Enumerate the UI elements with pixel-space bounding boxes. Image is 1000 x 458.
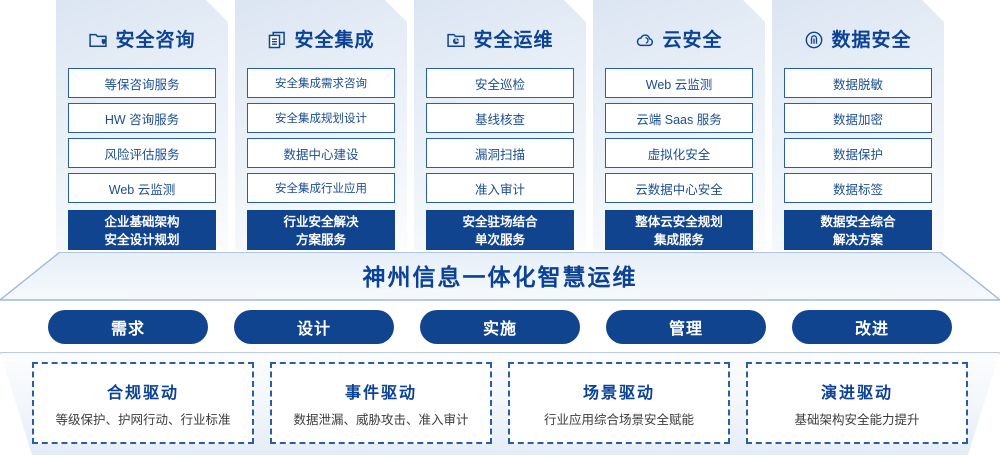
driver-description: 行业应用综合场景安全赋能 (543, 412, 694, 427)
pillar-item[interactable]: 数据脱敏 (784, 68, 932, 98)
pillar-footer-line-1: 行业安全解决 (283, 214, 359, 229)
pillar-column-cloud-security[interactable]: 云安全 Web 云监测 云端 Saas 服务 虚拟化安全 云数据中心安全 整体云… (593, 0, 765, 250)
driver-card-evolution[interactable]: 演进驱动 基础架构安全能力提升 (746, 362, 968, 444)
banner-title: 神州信息一体化智慧运维 (362, 264, 638, 290)
pillar-title: 数据安全 (831, 29, 912, 51)
pillar-column-security-consulting[interactable]: 安全咨询 等保咨询服务 HW 咨询服务 风险评估服务 Web 云监测 企业基础架… (56, 0, 228, 250)
stacked-documents-icon (267, 30, 287, 50)
drivers-section: 合规驱动 等级保护、护网行动、行业标准 事件驱动 数据泄漏、威胁攻击、准入审计 … (0, 352, 1000, 458)
pillar-footer-line-1: 企业基础架构 (104, 214, 180, 229)
pillar-item[interactable]: 云数据中心安全 (605, 173, 753, 203)
folder-shield-icon (88, 30, 108, 50)
pillar-footer-line-2: 安全设计规划 (104, 233, 180, 247)
pillar-footer-line-2: 解决方案 (832, 233, 883, 247)
driver-description: 数据泄漏、威胁攻击、准入审计 (293, 412, 469, 427)
pillar-footer-highlight[interactable]: 行业安全解决 方案服务 (247, 210, 395, 252)
driver-title: 合规驱动 (106, 384, 179, 402)
driver-title: 演进驱动 (820, 384, 893, 402)
pillar-item-list: Web 云监测 云端 Saas 服务 虚拟化安全 云数据中心安全 (603, 68, 755, 203)
stage-pill-implement[interactable]: 实施 (420, 310, 580, 344)
pillar-item[interactable]: 数据中心建设 (247, 138, 395, 168)
pillar-item[interactable]: 数据标签 (784, 173, 932, 203)
pillar-item[interactable]: Web 云监测 (605, 68, 753, 98)
pillar-header: 安全咨询 (66, 18, 218, 62)
pillar-footer-highlight[interactable]: 数据安全综合 解决方案 (784, 210, 932, 252)
cloud-icon (635, 30, 655, 50)
drivers-row: 合规驱动 等级保护、护网行动、行业标准 事件驱动 数据泄漏、威胁攻击、准入审计 … (0, 362, 1000, 446)
stage-pill-manage[interactable]: 管理 (606, 310, 766, 344)
pillar-item[interactable]: Web 云监测 (68, 173, 216, 203)
pillar-title: 安全咨询 (115, 29, 196, 51)
pillar-item[interactable]: 数据加密 (784, 103, 932, 133)
driver-card-scenario[interactable]: 场景驱动 行业应用综合场景安全赋能 (508, 362, 730, 444)
pillar-footer-highlight[interactable]: 整体云安全规划 集成服务 (605, 210, 753, 252)
pillar-item-list: 数据脱敏 数据加密 数据保护 数据标签 (782, 68, 934, 203)
driver-title: 场景驱动 (582, 384, 655, 402)
pillar-item[interactable]: 安全集成行业应用 (247, 173, 395, 203)
pillar-footer-highlight[interactable]: 安全驻场结合 单次服务 (426, 210, 574, 252)
pillar-item[interactable]: 安全巡检 (426, 68, 574, 98)
pillar-item[interactable]: 数据保护 (784, 138, 932, 168)
pillar-item[interactable]: 虚拟化安全 (605, 138, 753, 168)
pillar-header: 安全运维 (424, 18, 576, 62)
lifecycle-stage-row: 需求 设计 实施 管理 改进 (0, 310, 1000, 344)
pillar-title: 安全集成 (294, 29, 375, 51)
pillar-column-data-security[interactable]: 数据安全 数据脱敏 数据加密 数据保护 数据标签 数据安全综合 解决方案 (772, 0, 944, 250)
platform-banner: 神州信息一体化智慧运维 (0, 252, 1000, 302)
pillar-item[interactable]: 云端 Saas 服务 (605, 103, 753, 133)
pillar-footer-line-1: 安全驻场结合 (462, 214, 538, 229)
stage-pill-demand[interactable]: 需求 (48, 310, 208, 344)
driver-description: 等级保护、护网行动、行业标准 (55, 412, 231, 427)
fingerprint-icon (804, 30, 824, 50)
pillar-footer-line-2: 方案服务 (295, 233, 346, 247)
pillar-item[interactable]: 风险评估服务 (68, 138, 216, 168)
pillar-item[interactable]: 基线核查 (426, 103, 574, 133)
pillar-footer-line-2: 集成服务 (653, 233, 704, 247)
pillar-footer-line-1: 数据安全综合 (820, 214, 896, 229)
driver-card-compliance[interactable]: 合规驱动 等级保护、护网行动、行业标准 (32, 362, 254, 444)
stage-pill-design[interactable]: 设计 (234, 310, 394, 344)
pillar-columns: 安全咨询 等保咨询服务 HW 咨询服务 风险评估服务 Web 云监测 企业基础架… (0, 0, 1000, 256)
pillar-header: 数据安全 (782, 18, 934, 62)
pillar-item[interactable]: 等保咨询服务 (68, 68, 216, 98)
pillar-item[interactable]: 安全集成需求咨询 (247, 68, 395, 98)
pillar-item[interactable]: HW 咨询服务 (68, 103, 216, 133)
pillar-column-security-operations[interactable]: 安全运维 安全巡检 基线核查 漏洞扫描 准入审计 安全驻场结合 单次服务 (414, 0, 586, 250)
pillar-footer-line-1: 整体云安全规划 (635, 214, 723, 229)
stage-pill-improve[interactable]: 改进 (792, 310, 952, 344)
pillar-header: 安全集成 (245, 18, 397, 62)
pillar-header: 云安全 (603, 18, 755, 62)
driver-title: 事件驱动 (344, 384, 417, 402)
driver-description: 基础架构安全能力提升 (794, 412, 920, 427)
pillar-footer-line-2: 单次服务 (474, 233, 525, 247)
pillar-item[interactable]: 安全集成规划设计 (247, 103, 395, 133)
pillar-footer-highlight[interactable]: 企业基础架构 安全设计规划 (68, 210, 216, 252)
folder-chart-icon (446, 30, 466, 50)
pillar-item[interactable]: 准入审计 (426, 173, 574, 203)
pillar-item[interactable]: 漏洞扫描 (426, 138, 574, 168)
driver-card-incident[interactable]: 事件驱动 数据泄漏、威胁攻击、准入审计 (270, 362, 492, 444)
pillar-title: 安全运维 (473, 29, 554, 51)
pillar-title: 云安全 (662, 29, 723, 51)
pillar-item-list: 安全集成需求咨询 安全集成规划设计 数据中心建设 安全集成行业应用 (245, 68, 397, 203)
pillar-item-list: 等保咨询服务 HW 咨询服务 风险评估服务 Web 云监测 (66, 68, 218, 203)
pillar-item-list: 安全巡检 基线核查 漏洞扫描 准入审计 (424, 68, 576, 203)
pillar-column-security-integration[interactable]: 安全集成 安全集成需求咨询 安全集成规划设计 数据中心建设 安全集成行业应用 行… (235, 0, 407, 250)
